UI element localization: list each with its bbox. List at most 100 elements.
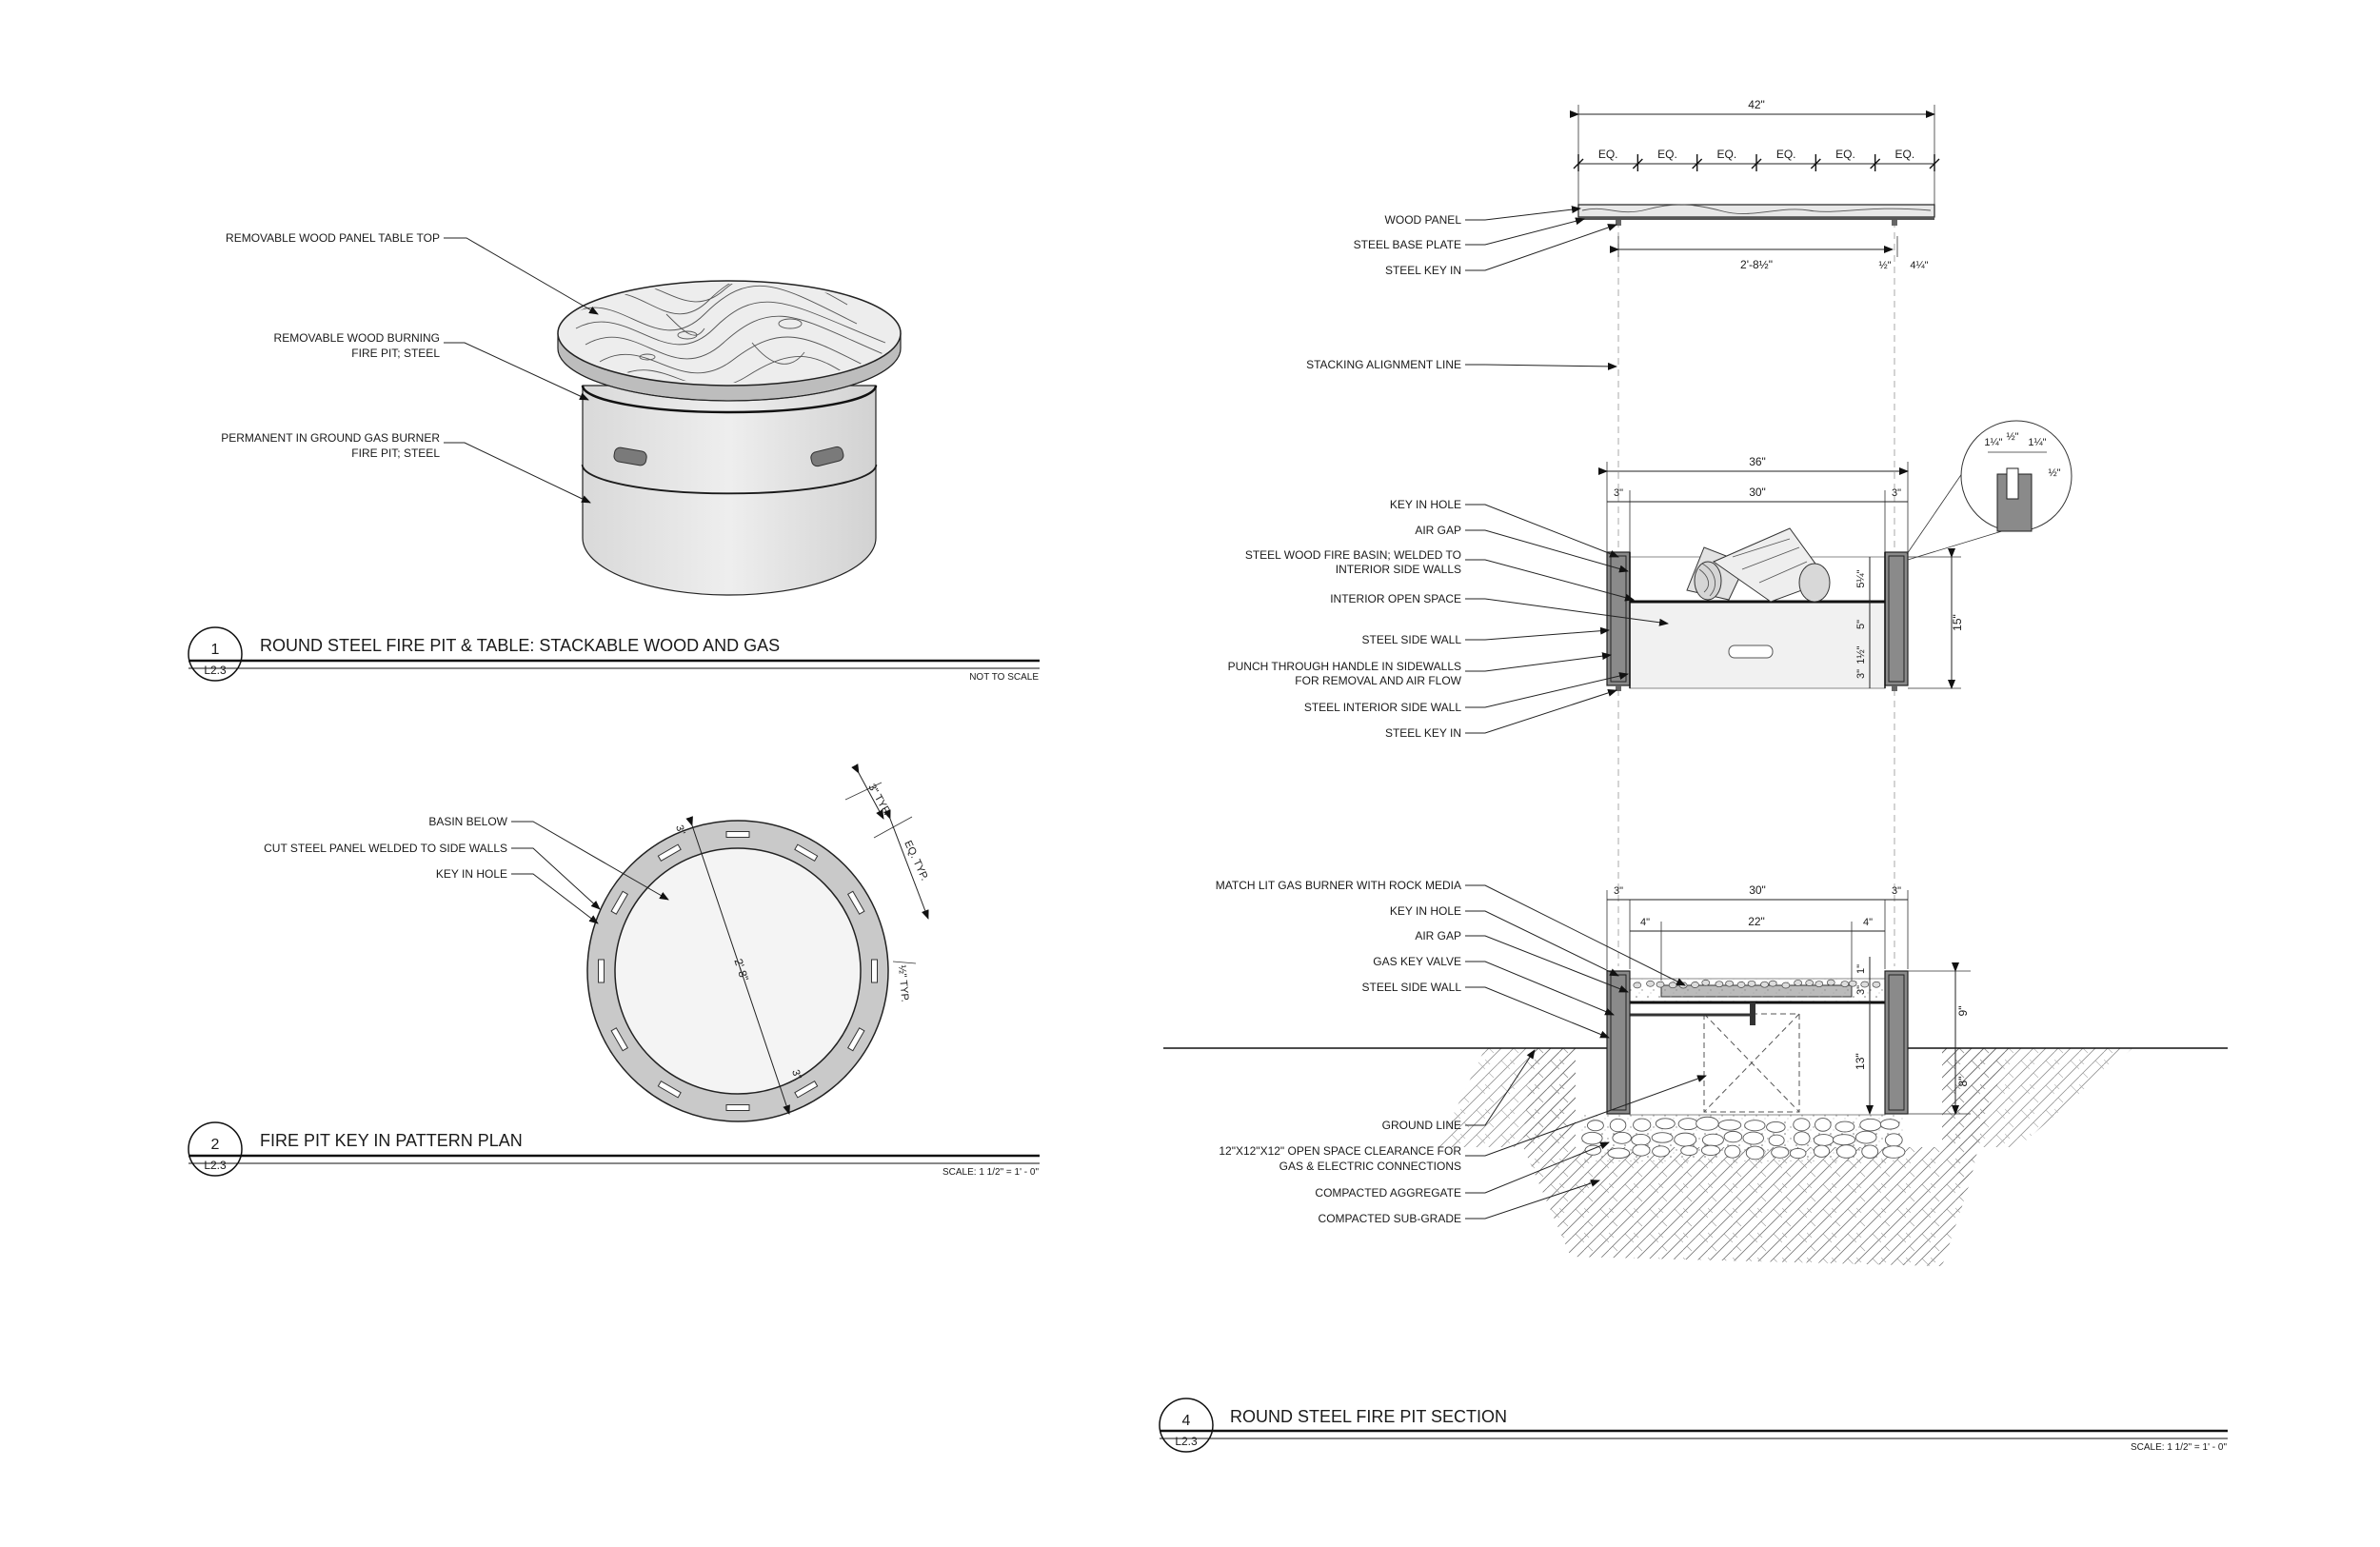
- label-mid-key-in-hole: KEY IN HOLE: [1390, 498, 1461, 511]
- handle-slot-right: [810, 446, 844, 467]
- steel-base-plate: [1578, 217, 1934, 220]
- dim-key-length: 3" TYP.: [865, 783, 892, 818]
- detail-1-scale: NOT TO SCALE: [969, 672, 1039, 683]
- label-bot-side-wall: STEEL SIDE WALL: [1362, 981, 1462, 994]
- detail-4-section: 42" EQ.EQ.EQ.EQ.EQ.EQ. 2'-8½" ½" 4¼" WOO…: [1159, 98, 2228, 1453]
- detail-2-plan: 2'-8" 3" 3" 3" TYP. EQ. TYP. ½" TYP. BAS…: [188, 764, 1040, 1178]
- dim-bot-burner: 22": [1748, 915, 1765, 928]
- eq-label: EQ.: [1657, 148, 1677, 161]
- eq-divisions: EQ.EQ.EQ.EQ.EQ.EQ.: [1573, 148, 1940, 171]
- dim-mid-side-left: 3": [1614, 487, 1623, 499]
- key-slot: [657, 1080, 682, 1099]
- dim-mid-overall: 36": [1749, 455, 1766, 468]
- callout-gas-pit-2: FIRE PIT; STEEL: [351, 446, 440, 460]
- dim-bot-inner: 30": [1749, 883, 1766, 897]
- label-bot-ground-line: GROUND LINE: [1382, 1119, 1461, 1132]
- dim-mid-inner: 30": [1749, 486, 1766, 499]
- callout-wood-pit-1: REMOVABLE WOOD BURNING: [274, 331, 440, 345]
- label-mid-basin-1: STEEL WOOD FIRE BASIN; WELDED TO: [1245, 548, 1461, 562]
- label-bot-air-gap: AIR GAP: [1415, 929, 1461, 942]
- enlarged-dim-c: 1¼": [2028, 437, 2046, 448]
- dim-mid-basin-h: 5¼": [1855, 569, 1867, 587]
- key-slot: [657, 843, 682, 863]
- dim-mid-handle-h: 1½": [1855, 645, 1867, 664]
- dim-top-inner: 2'-8½": [1740, 258, 1773, 271]
- dim-three-b: 3": [789, 1068, 803, 1081]
- dim-top-key: ½": [1878, 260, 1891, 271]
- label-stacking-alignment: STACKING ALIGNMENT LINE: [1306, 358, 1461, 371]
- key-slot: [846, 1027, 865, 1052]
- key-slot: [794, 843, 819, 863]
- dim-top-edge: 4¼": [1910, 260, 1928, 271]
- callout-table-top: REMOVABLE WOOD PANEL TABLE TOP: [226, 231, 440, 245]
- label-bot-burner: MATCH LIT GAS BURNER WITH ROCK MEDIA: [1216, 879, 1461, 892]
- punch-handle: [1728, 645, 1774, 659]
- handle-slot-left: [613, 446, 647, 466]
- section-wood-pit: 36" 3" 30" 3": [1228, 420, 2073, 740]
- label-bot-aggregate: COMPACTED AGGREGATE: [1315, 1186, 1461, 1200]
- label-wood-panel: WOOD PANEL: [1385, 213, 1462, 227]
- label-bot-clearance-2: GAS & ELECTRIC CONNECTIONS: [1279, 1160, 1461, 1173]
- label-steel-base-plate: STEEL BASE PLATE: [1354, 238, 1461, 251]
- eq-label: EQ.: [1894, 148, 1914, 161]
- label-mid-handle-1: PUNCH THROUGH HANDLE IN SIDEWALLS: [1228, 660, 1461, 673]
- wood-burning-pit: [582, 385, 877, 494]
- ground-soil-right: [1942, 1048, 2132, 1147]
- dim-bot-offset-right: 4": [1863, 917, 1873, 928]
- dim-mid-total-h: 15": [1951, 614, 1964, 631]
- detail-4-number: 4: [1182, 1413, 1191, 1429]
- key-slot: [846, 890, 865, 915]
- label-bot-key-in-hole: KEY IN HOLE: [1390, 904, 1461, 918]
- label-steel-key-in-top: STEEL KEY IN: [1385, 264, 1461, 277]
- key-slot: [725, 831, 750, 838]
- detail-1-number: 1: [211, 642, 220, 658]
- label-mid-open-space: INTERIOR OPEN SPACE: [1330, 592, 1461, 605]
- enlarged-dim-b: ½": [2006, 431, 2018, 443]
- dim-key-width: ½" TYP.: [896, 964, 910, 1002]
- detail-1-isometric: REMOVABLE WOOD PANEL TABLE TOP REMOVABLE…: [188, 231, 1040, 683]
- dim-mid-side-right: 3": [1892, 487, 1901, 499]
- wood-table-top: [557, 280, 902, 387]
- dim-bot-side-left: 3": [1614, 885, 1623, 897]
- detail-2-number: 2: [211, 1137, 220, 1153]
- dim-top-overall: 42": [1748, 98, 1765, 111]
- dim-bot-above: 9": [1956, 1006, 1970, 1017]
- dim-bot-side-right: 3": [1892, 885, 1901, 897]
- wood-grain: [570, 284, 891, 383]
- label-mid-key-in: STEEL KEY IN: [1385, 726, 1461, 740]
- key-slot: [794, 1080, 819, 1099]
- section-wood-panel: 42" EQ.EQ.EQ.EQ.EQ.EQ. 2'-8½" ½" 4¼" WOO…: [1354, 98, 1940, 277]
- label-mid-handle-2: FOR REMOVAL AND AIR FLOW: [1295, 674, 1461, 687]
- eq-label: EQ.: [1716, 148, 1736, 161]
- eq-label: EQ.: [1776, 148, 1796, 161]
- dim-bot-rock-h: 3": [1855, 985, 1867, 995]
- enlarged-dim-d: ½": [2048, 467, 2060, 479]
- callout-key: KEY IN HOLE: [436, 867, 507, 881]
- key-slot: [610, 1027, 629, 1052]
- burner-rock-media: [1633, 979, 1881, 989]
- callout-panel: CUT STEEL PANEL WELDED TO SIDE WALLS: [264, 842, 507, 855]
- key-slot: [725, 1104, 750, 1111]
- dim-three-a: 3": [673, 823, 687, 836]
- callout-basin: BASIN BELOW: [428, 815, 507, 828]
- eq-label: EQ.: [1598, 148, 1618, 161]
- detail-2-sheet: L2.3: [204, 1159, 227, 1172]
- dim-bot-key-h: 1": [1855, 964, 1867, 974]
- callout-wood-pit-2: FIRE PIT; STEEL: [351, 347, 440, 360]
- dim-mid-space-h: 5": [1855, 620, 1867, 629]
- label-mid-air-gap: AIR GAP: [1415, 524, 1461, 537]
- aggregate-rocks: [1581, 1116, 1906, 1160]
- ground-soil-left: [1438, 1048, 1576, 1147]
- detail-1-title: ROUND STEEL FIRE PIT & TABLE: STACKABLE …: [260, 636, 780, 655]
- detail-4-sheet: L2.3: [1175, 1435, 1198, 1448]
- detail-4-scale: SCALE: 1 1/2" = 1' - 0": [2131, 1442, 2227, 1453]
- dim-mid-base-h: 3": [1855, 669, 1867, 679]
- key-slot: [871, 959, 878, 983]
- detail-1-sheet: L2.3: [204, 664, 227, 677]
- enlarged-dim-a: 1¼": [1984, 437, 2002, 448]
- label-bot-clearance-1: 12"X12"X12" OPEN SPACE CLEARANCE FOR: [1219, 1144, 1461, 1158]
- detail-4-title: ROUND STEEL FIRE PIT SECTION: [1230, 1407, 1507, 1426]
- detail-2-scale: SCALE: 1 1/2" = 1' - 0": [942, 1167, 1039, 1178]
- dim-bot-below: 8": [1956, 1077, 1970, 1087]
